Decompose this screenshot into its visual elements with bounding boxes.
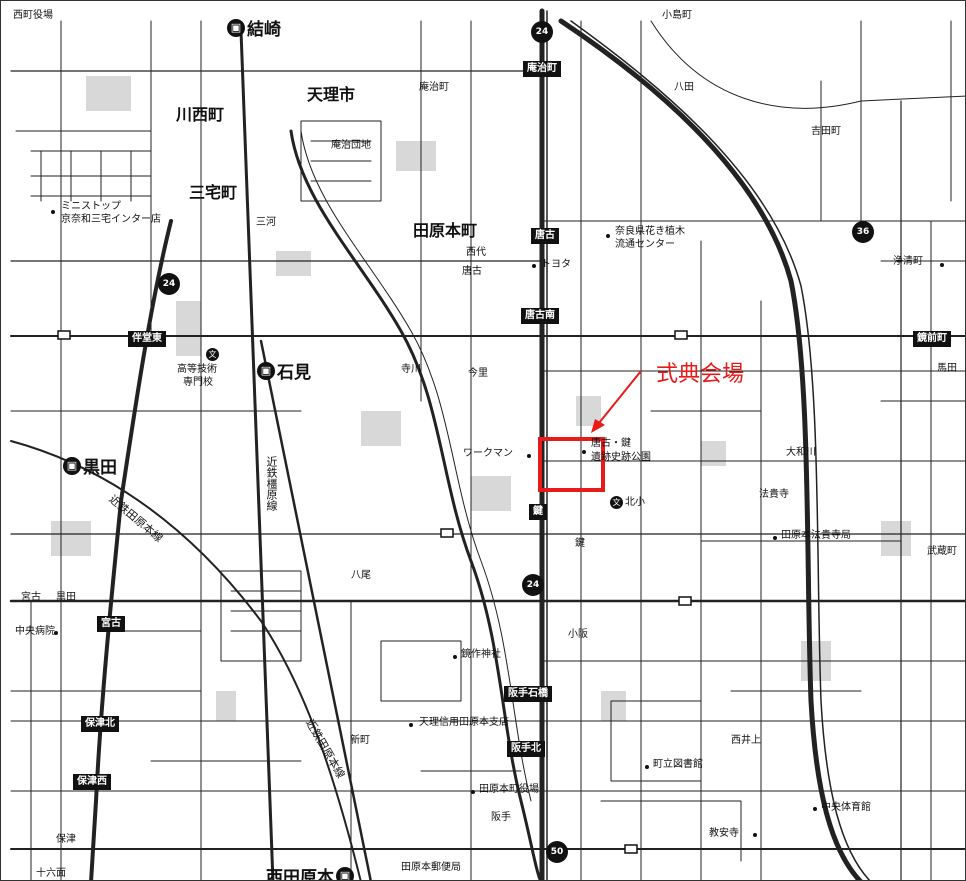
train-station-icon: ▣ <box>227 18 245 37</box>
place-label: 小島町 <box>662 10 692 21</box>
venue-highlight-box <box>538 437 605 492</box>
place-label: 天理信用田原本支店 <box>419 717 509 728</box>
place-label: 法貴寺 <box>759 489 789 500</box>
land-blocks <box>51 76 911 721</box>
intersection-hote-kita: 阪手北 <box>507 741 545 757</box>
place-label: 八尾 <box>351 570 371 581</box>
place-label: 北小 <box>625 497 645 508</box>
place-label: 浄清町 <box>893 256 923 267</box>
intersection-miyako: 宮古 <box>97 616 125 632</box>
place-label: ミニストップ <box>61 201 121 212</box>
place-label: 田原本町 <box>413 221 478 240</box>
intersection-hozu-nishi: 保津西 <box>73 774 111 790</box>
poi-dot <box>773 536 777 540</box>
place-label: 天理市 <box>307 85 356 104</box>
station-kuroda[interactable]: ▣ 黒田 <box>63 453 117 478</box>
poi-dot <box>753 833 757 837</box>
place-label: 町立図書館 <box>653 759 703 770</box>
place-label: 馬田 <box>937 363 957 374</box>
place-label: 寺川 <box>401 364 421 375</box>
poi-dot <box>527 454 531 458</box>
route-36-shield: 36 <box>852 221 874 243</box>
intersection-hozu-kita: 保津北 <box>81 716 119 732</box>
roads <box>9 8 965 880</box>
intersection-ijodo-higashi: 伴堂東 <box>128 331 166 347</box>
place-label: 阪手 <box>491 812 511 823</box>
place-label: 大和川 <box>786 447 816 458</box>
place-label: 京奈和三宅インター店 <box>61 214 161 225</box>
poi-dot <box>54 631 58 635</box>
venue-label: 式典会場 <box>656 362 745 387</box>
intersection-karako-minami: 唐古南 <box>521 308 559 324</box>
intersection-karako: 唐古 <box>531 228 559 244</box>
poi-dot <box>940 263 944 267</box>
place-label: 田原本郵便局 <box>401 862 461 873</box>
place-label: 田原本法貴寺局 <box>781 530 851 541</box>
poi-dot <box>453 655 457 659</box>
poi-dot <box>471 790 475 794</box>
railway-label-kashihara: 近鉄橿原線 <box>265 456 278 511</box>
intersection-kyoganji: 鏡前町 <box>913 331 951 347</box>
train-station-icon: ▣ <box>63 456 81 475</box>
poi-dot <box>582 450 586 454</box>
place-label: 黒田 <box>56 592 76 603</box>
place-label: 小阪 <box>568 629 588 640</box>
place-label: 新町 <box>350 735 370 746</box>
place-label: 中央病院 <box>15 626 55 637</box>
poi-dot <box>51 210 55 214</box>
school-icon: 文 <box>206 348 219 361</box>
place-label: トヨタ <box>541 259 571 270</box>
school-icon: 文 <box>610 496 623 509</box>
place-label: 遺跡史跡公園 <box>591 452 651 463</box>
intersection-kagi: 鍵 <box>529 504 547 520</box>
place-label: 西町役場 <box>13 10 53 21</box>
route-24-shield: 24 <box>531 21 553 43</box>
place-label: 庵治団地 <box>331 140 371 151</box>
route-50-shield: 50 <box>546 841 568 863</box>
place-label: 武蔵町 <box>927 546 957 557</box>
station-nishi-tawaramoto[interactable]: 西田原本 ▣ <box>266 863 354 880</box>
poi-dot <box>409 723 413 727</box>
intersection-anjicho: 庵治町 <box>523 61 561 77</box>
place-label: 唐古 <box>462 266 482 277</box>
poi-dot <box>645 765 649 769</box>
poi-dot <box>532 264 536 268</box>
place-label: 田原本町役場 <box>479 784 539 795</box>
train-station-icon: ▣ <box>336 866 354 880</box>
place-label: 西代 <box>466 247 486 258</box>
intersection-hote-ishibashi: 阪手石橋 <box>504 686 552 702</box>
place-label: 中央体育館 <box>821 802 871 813</box>
place-label: 流通センター <box>615 239 675 250</box>
place-label: 唐古・鍵 <box>591 438 631 449</box>
place-label: 高等技術 <box>177 364 217 375</box>
place-label: 保津 <box>56 834 76 845</box>
place-label: 庵治町 <box>419 82 449 93</box>
place-label: 宮古 <box>21 592 41 603</box>
place-label: 西井上 <box>731 735 761 746</box>
station-ishimi[interactable]: ▣ 石見 <box>257 358 311 383</box>
route-24-shield: 24 <box>522 574 544 596</box>
place-label: 鏡作神社 <box>461 649 501 660</box>
place-label: 川西町 <box>176 105 225 124</box>
venue-arrow <box>591 370 642 433</box>
place-label: 奈良県花き植木 <box>615 226 685 237</box>
train-station-icon: ▣ <box>257 361 275 380</box>
place-label: 十六面 <box>36 868 66 879</box>
place-label: 教安寺 <box>709 828 739 839</box>
poi-dot <box>813 807 817 811</box>
bridges <box>57 330 692 854</box>
place-label: 今里 <box>468 368 488 379</box>
poi-dot <box>606 234 610 238</box>
place-label: 専門校 <box>183 377 213 388</box>
place-label: 三河 <box>256 217 276 228</box>
place-label: 八田 <box>674 82 694 93</box>
station-yuzaki[interactable]: ▣ 結崎 <box>227 15 281 40</box>
route-24-shield: 24 <box>158 273 180 295</box>
place-label: 吉田町 <box>811 126 841 137</box>
place-label: 三宅町 <box>189 183 238 202</box>
place-label: ワークマン <box>463 448 513 459</box>
place-label: 鍵 <box>575 538 585 549</box>
